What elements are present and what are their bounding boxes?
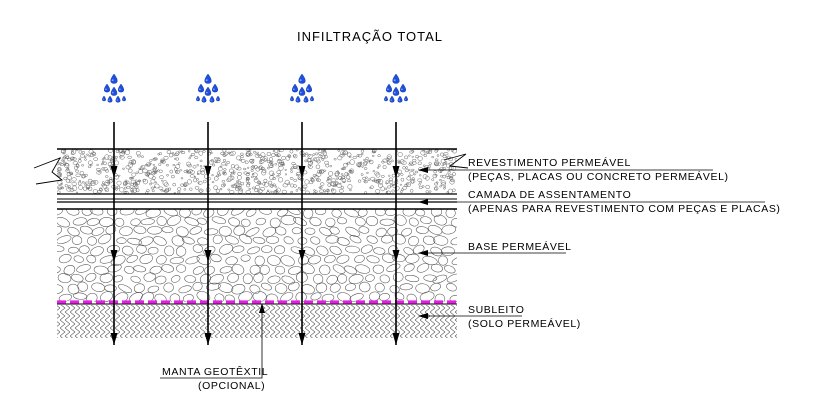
flow-arrow — [110, 122, 118, 345]
leader-lines — [160, 169, 765, 379]
label-revestimento-detail: (PEÇAS, PLACAS OU CONCRETO PERMEÁVEL) — [468, 170, 729, 183]
label-subleito-detail: (SOLO PERMEÁVEL) — [468, 317, 581, 330]
flow-arrow — [204, 122, 212, 345]
flow-arrow — [298, 122, 306, 345]
revestimento-layer — [57, 149, 457, 194]
subleito-layer — [57, 305, 457, 338]
label-assentamento: CAMADA DE ASSENTAMENTO — [468, 189, 631, 201]
label-assentamento-detail: (APENAS PARA REVESTIMENTO COM PEÇAS E PL… — [468, 203, 781, 215]
label-manta: MANTA GEOTÊXTIL — [162, 365, 268, 378]
label-base: BASE PERMEÁVEL — [468, 240, 572, 253]
diagram-title: INFILTRAÇÃO TOTAL — [297, 29, 443, 44]
infiltration-arrows — [110, 122, 400, 345]
raindrops-icon — [384, 73, 408, 103]
layer-boundaries — [57, 148, 457, 305]
label-revestimento: REVESTIMENTO PERMEÁVEL — [468, 156, 631, 169]
label-subleito: SUBLEITO — [468, 304, 525, 316]
break-symbol-left — [33, 157, 64, 185]
raindrops-icon — [102, 73, 126, 103]
rain-icons — [102, 73, 408, 103]
raindrops-icon — [290, 73, 314, 103]
label-manta-detail: (OPCIONAL) — [198, 380, 265, 392]
base-layer — [57, 209, 457, 302]
leader-arrowheads — [259, 167, 428, 319]
break-symbol-right — [443, 153, 469, 169]
flow-arrow — [392, 122, 400, 345]
raindrops-icon — [196, 73, 220, 103]
